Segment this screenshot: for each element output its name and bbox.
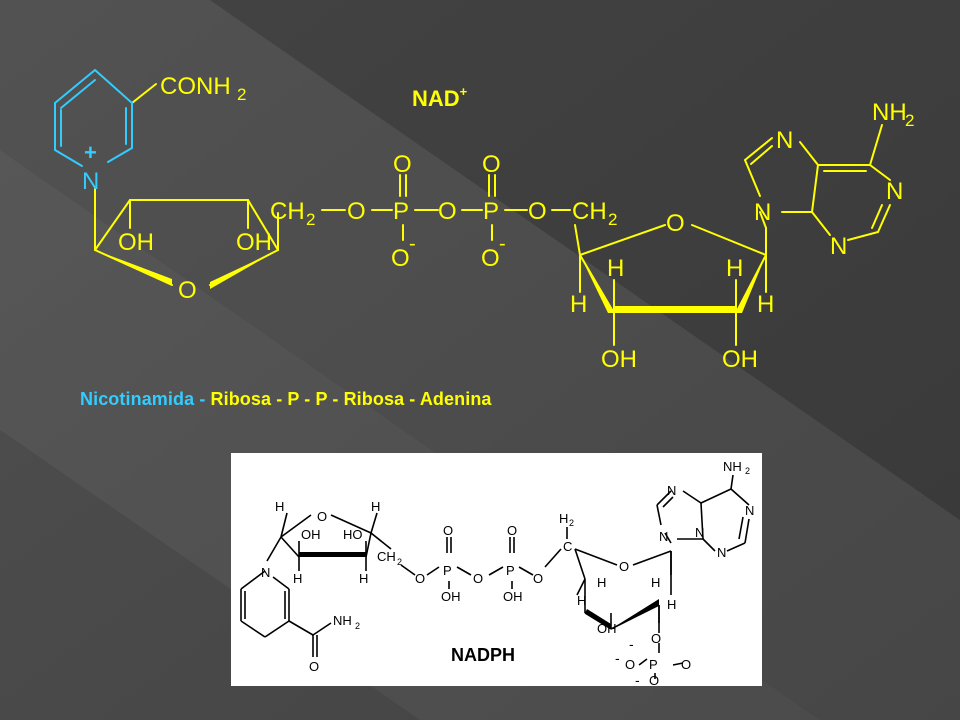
oh-right-label: OH [236, 229, 272, 256]
oh-bottom-1: OH [601, 346, 637, 373]
nadph-ch2-a-sub: 2 [397, 557, 402, 567]
caption-components: Ribosa - P - P - Ribosa - Adenina [210, 389, 492, 409]
nh2-label: NH [872, 99, 907, 126]
nadph-o-link-3: O [533, 571, 543, 586]
structure-caption: Nicotinamida - Ribosa - P - P - Ribosa -… [80, 389, 492, 410]
phosphorus-2: P [483, 198, 499, 225]
ch2-right-label: CH [572, 198, 607, 225]
nadph-minus-b: - [615, 650, 620, 666]
nadph-o-link-1: O [415, 571, 425, 586]
phosphorus-1: P [393, 198, 409, 225]
oh-bottom-2: OH [722, 346, 758, 373]
pyridinium-n-label: N [82, 168, 99, 195]
nadph-adenine-n-1: N [667, 483, 676, 498]
nadph-oh-a: OH [301, 527, 321, 542]
nadph-h2c: H [559, 511, 568, 526]
nadph-h-h: H [667, 597, 676, 612]
nadph-o-dbl-2: O [507, 523, 517, 538]
nadph-panel: NADPH NH 2 NH 2 O N O H H H H OH HO CH 2… [231, 453, 762, 686]
ring-oxygen-label: O [178, 277, 197, 304]
nadph-h-c: H [293, 571, 302, 586]
ch2-right-sub: 2 [608, 210, 617, 229]
oxygen-link-2: O [438, 198, 457, 225]
minus-charge-1: - [409, 233, 416, 255]
hydrogen-4: H [757, 291, 774, 318]
hydrogen-2: H [726, 255, 743, 282]
nh2-sub: 2 [905, 111, 914, 130]
nadph-amide-nh2-sub: 2 [355, 621, 360, 631]
ribose-oxygen-label: O [666, 210, 685, 237]
nadph-h-a: H [275, 499, 284, 514]
nad-title-main: NAD [412, 86, 460, 111]
nadph-title: NADPH [451, 645, 515, 665]
minus-charge-2: - [499, 233, 506, 255]
ch2-left-sub: 2 [306, 210, 315, 229]
nadph-p-1: P [443, 563, 452, 578]
nadph-o-m3: O [649, 673, 659, 686]
oxygen-minus-1: O [391, 245, 410, 272]
nadph-h-f: H [651, 575, 660, 590]
conh2-sub: 2 [237, 85, 246, 104]
nadph-nh2-top: NH [723, 459, 742, 474]
pyridinium-plus: + [84, 140, 97, 165]
nadph-pyridine-n: N [261, 565, 270, 580]
nadph-nh2-top-sub: 2 [745, 466, 750, 476]
caption-nicotinamide: Nicotinamida - [80, 389, 211, 409]
oxygen-link-1: O [347, 198, 366, 225]
conh2-label: CONH [160, 73, 231, 100]
nadph-p-3: P [649, 657, 658, 672]
adenine-n-4: N [830, 233, 847, 260]
nadph-o-m2: O [681, 657, 691, 672]
nadph-structure: NADPH NH 2 NH 2 O N O H H H H OH HO CH 2… [240, 459, 754, 686]
hydrogen-1: H [607, 255, 624, 282]
nadph-c-atom: C [563, 539, 572, 554]
nadph-h-b: H [371, 499, 380, 514]
nadph-o-m1: O [625, 657, 635, 672]
nadph-h-e: H [597, 575, 606, 590]
nadph-ring-o-1: O [317, 509, 327, 524]
oh-left-label: OH [118, 229, 154, 256]
nadph-ho-a: HO [343, 527, 363, 542]
nadph-adenine-n-2: N [659, 529, 668, 544]
nadph-ch2-a: CH [377, 549, 396, 564]
adenine-n-2: N [754, 199, 771, 226]
nadph-h2c-sub: 2 [569, 518, 574, 528]
oxygen-top-1: O [393, 151, 412, 178]
nadph-amide-o: O [309, 659, 319, 674]
nadph-adenine-n-3: N [745, 503, 754, 518]
oxygen-minus-2: O [481, 245, 500, 272]
nadph-o-phos: O [651, 631, 661, 646]
nadph-p-2: P [506, 563, 515, 578]
nadph-h-d: H [359, 571, 368, 586]
hydrogen-3: H [570, 291, 587, 318]
nadph-oh-b: OH [597, 621, 617, 636]
nadph-minus-a: - [629, 636, 634, 652]
ch2-left-label: CH [270, 198, 305, 225]
oxygen-top-2: O [482, 151, 501, 178]
nadph-oh-p2: OH [503, 589, 523, 604]
nadph-oh-p1: OH [441, 589, 461, 604]
nadph-ring-o-2: O [619, 559, 629, 574]
nad-title-charge: + [459, 84, 468, 99]
nadph-amide-nh2: NH [333, 613, 352, 628]
nadph-o-link-2: O [473, 571, 483, 586]
nadph-adenine-n-4: N [717, 545, 726, 560]
adenine-n-1: N [776, 127, 793, 154]
nadph-adenine-n-5: N [695, 525, 704, 540]
nadph-h-g: H [577, 593, 586, 608]
nad-title: NAD+ [412, 84, 468, 112]
adenine-n-3: N [886, 178, 903, 205]
oxygen-link-3: O [528, 198, 547, 225]
nad-structure: CONH 2 OH OH O CH 2 O P O P O CH 2 O O O… [54, 69, 914, 373]
nadph-o-dbl-1: O [443, 523, 453, 538]
nadph-minus-c: - [635, 672, 640, 686]
